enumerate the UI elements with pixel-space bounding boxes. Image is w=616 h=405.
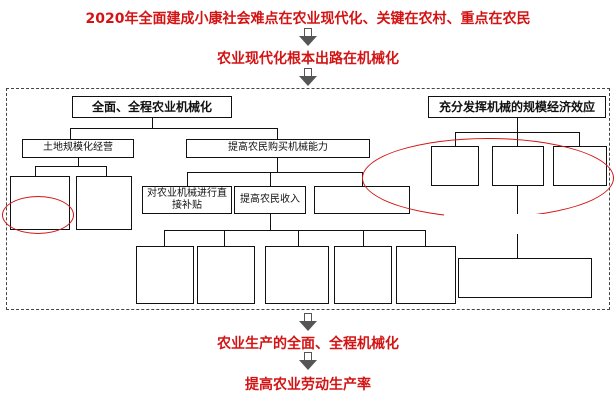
node-bottom-1: [136, 246, 194, 304]
node-full-mechanization: 全面、全程农业机械化: [72, 96, 232, 118]
node-raise-income: 提高农民收入: [234, 186, 306, 214]
node-labor-transfer: [444, 214, 592, 234]
footer-line-1: 农业生产的全面、全程机械化: [217, 336, 399, 352]
node-purchasing-capacity: 提高农民购买机械能力: [186, 139, 370, 158]
heading-line-1: 2020年全面建成小康社会难点在农业现代化、关键在农村、重点在农民: [85, 11, 531, 27]
node-bottom-2: [197, 246, 255, 304]
node-bottom-3: [265, 246, 329, 304]
arrow-down-icon: [299, 352, 317, 370]
node-land-scale-operation: 土地规模化经营: [22, 139, 134, 158]
content-frame: [6, 88, 610, 310]
node-scale-economy: 充分发挥机械的规模经济效应: [428, 96, 606, 118]
node-machinery-subsidy: 对农业机械进行直接补贴: [142, 186, 232, 214]
heading-line-2: 农业现代化根本出路在机械化: [217, 51, 399, 67]
arrow-down-icon: [299, 28, 317, 46]
footer-line-2: 提高农业劳动生产率: [245, 377, 371, 393]
arrow-down-icon: [299, 68, 317, 86]
highlight-ellipse-right: [362, 138, 614, 218]
node-bottom-5: [396, 246, 456, 304]
arrow-down-icon: [299, 313, 317, 331]
node-land-leaf-b: [76, 176, 132, 230]
node-urbanization-outcome: [458, 258, 592, 298]
highlight-ellipse-left: [2, 196, 74, 234]
node-bottom-4: [334, 246, 392, 304]
